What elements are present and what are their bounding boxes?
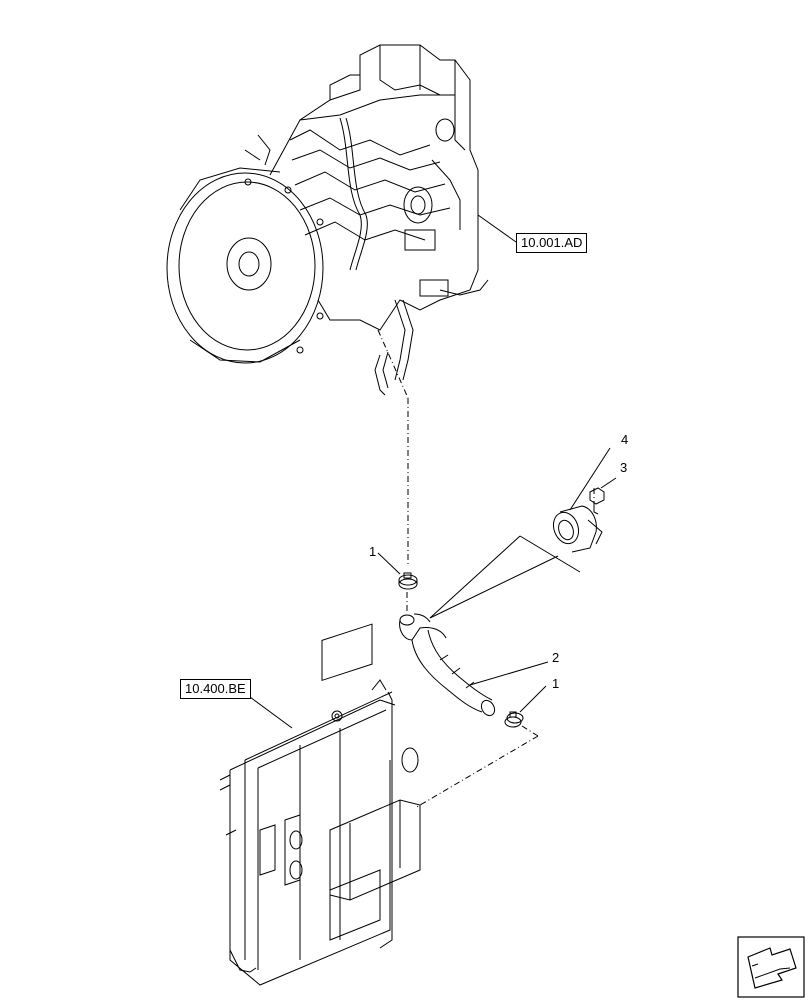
- hose-leader: [469, 661, 549, 686]
- callout-clamp-upper: 1: [369, 544, 377, 559]
- cap-leader-a: [429, 555, 559, 619]
- callout-hose: 2: [552, 650, 560, 665]
- alignment-lines: [377, 329, 595, 809]
- navigation-arrow-icon[interactable]: [737, 936, 805, 998]
- cap-leader-c: [519, 535, 581, 573]
- hose-clamp-upper: [398, 572, 418, 590]
- callout-clamp-lower: 1: [552, 676, 560, 691]
- protective-cap: [552, 505, 603, 553]
- callout-cap: 4: [621, 432, 629, 447]
- clamp-lower-leader: [519, 685, 547, 713]
- radiator-assembly: [219, 623, 421, 986]
- cap-leader-b: [429, 535, 521, 619]
- callout-screw: 3: [620, 460, 628, 475]
- radiator-reference-label[interactable]: 10.400.BE: [180, 679, 251, 699]
- screw-leader: [600, 477, 617, 489]
- coolant-hose: [399, 613, 496, 717]
- clamp-upper-leader: [377, 552, 401, 575]
- cap-screw: [589, 487, 605, 515]
- hose-clamp-lower: [504, 711, 524, 728]
- engine-reference-leader: [477, 214, 517, 243]
- engine-reference-label[interactable]: 10.001.AD: [516, 233, 588, 253]
- engine-assembly: [166, 44, 489, 396]
- radiator-reference-leader: [249, 696, 293, 729]
- cap-leader: [569, 447, 611, 511]
